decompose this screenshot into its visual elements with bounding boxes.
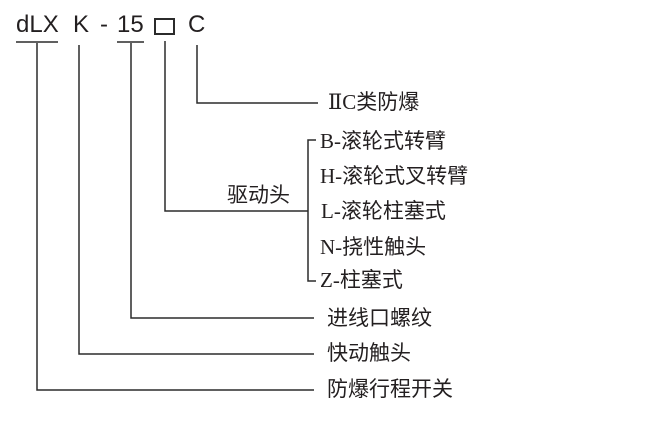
label-drive-option-h: H-滚轮式叉转臂 — [320, 164, 469, 188]
code-segment-dlx: dLX — [16, 11, 59, 38]
code-placeholder-box — [154, 18, 175, 35]
label-iic-explosion-proof: ⅡC类防爆 — [328, 90, 420, 114]
label-inlet-thread: 进线口螺纹 — [327, 306, 432, 330]
c-connector-line — [196, 45, 318, 104]
label-switch-type: 防爆行程开关 — [327, 377, 453, 401]
dlx-connector-line — [36, 43, 314, 391]
label-drive-option-b: B-滚轮式转臂 — [320, 129, 446, 153]
box-connector-line — [164, 41, 308, 212]
label-drive-option-l: L-滚轮柱塞式 — [321, 199, 446, 223]
label-drive-option-z: Z-柱塞式 — [320, 268, 403, 292]
k-connector-line — [78, 45, 314, 355]
drive-options-bracket — [307, 139, 316, 282]
label-drive-head: 驱动头 — [227, 183, 290, 207]
code-segment-dash: - — [100, 11, 108, 38]
code-segment-c: C — [188, 11, 206, 38]
label-drive-option-n: N-挠性触头 — [320, 235, 427, 259]
code-segment-15: 15 — [117, 11, 144, 38]
15-connector-line — [130, 43, 314, 319]
code-segment-k: K — [73, 11, 90, 38]
label-quick-contact: 快动触头 — [327, 341, 411, 365]
